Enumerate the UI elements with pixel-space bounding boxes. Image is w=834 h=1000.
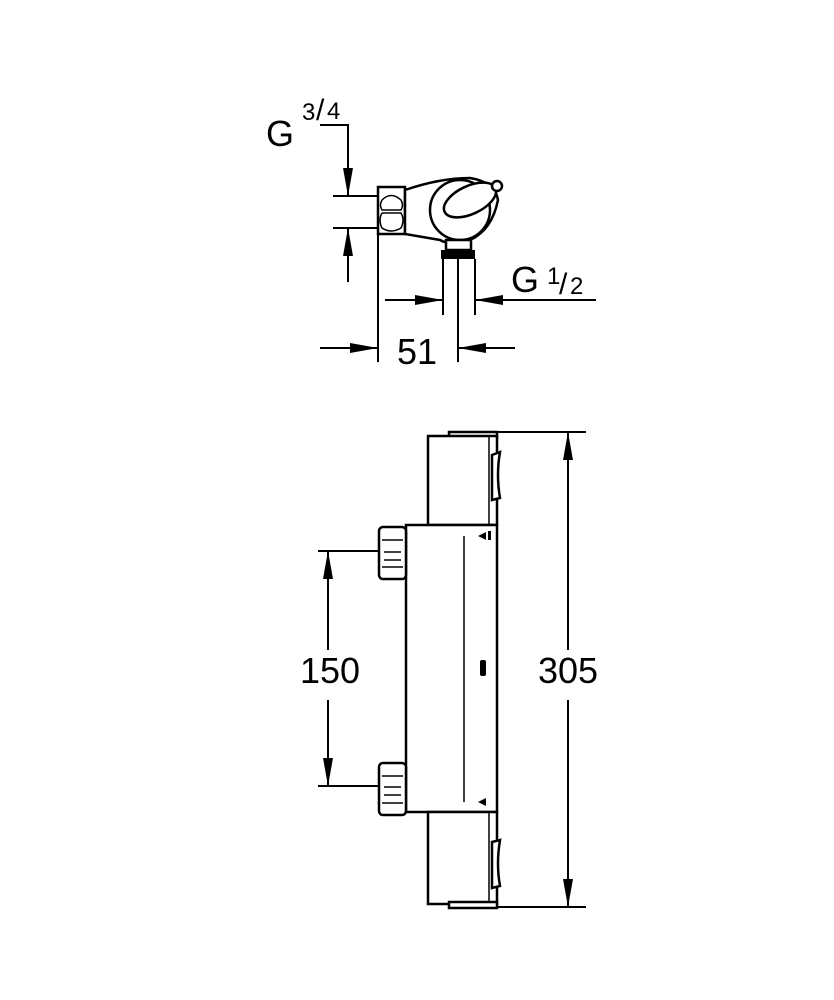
depth-dimension: 51	[397, 331, 437, 372]
thread-prefix: G	[266, 113, 294, 154]
arrow-right	[350, 343, 378, 353]
arrow-up	[343, 228, 353, 256]
front-view: 150 305	[300, 430, 598, 910]
arrow-right	[415, 295, 443, 305]
lower-cap	[426, 810, 499, 906]
outlet-lines	[377, 234, 476, 362]
arrow-down	[563, 879, 573, 907]
upper-cap	[426, 434, 499, 527]
arrow-down	[323, 758, 333, 786]
arrow-left	[475, 295, 503, 305]
spacing-dimension: 150	[300, 650, 360, 691]
thread-denominator: 2	[570, 273, 583, 300]
marker-center	[480, 660, 486, 676]
spacing-dim-lines	[318, 550, 379, 787]
side-view: G 3 / 4 G 1 / 2 51	[266, 94, 596, 372]
inlet-thread-label: G 3 / 4	[266, 94, 340, 154]
arrow-down	[343, 168, 353, 196]
handle-knob	[490, 179, 504, 193]
extension-lines	[333, 195, 378, 229]
nut-detail	[379, 194, 404, 232]
inlet-leader	[320, 124, 349, 196]
thread-prefix: G	[511, 259, 539, 300]
lower-inlet-nut	[377, 761, 408, 817]
fraction-slash: /	[559, 268, 568, 301]
bottom-tab	[447, 900, 499, 910]
fraction-slash: /	[316, 94, 325, 127]
outlet-fitting	[441, 250, 475, 259]
lower-lever	[490, 838, 502, 890]
outlet-thread-label: G 1 / 2	[511, 259, 583, 301]
outlet-collar	[444, 238, 473, 252]
marker-top	[478, 532, 486, 540]
arrow-left	[458, 343, 486, 353]
thread-numerator: 1	[547, 263, 560, 290]
thread-numerator: 3	[302, 99, 315, 126]
upper-inlet-nut	[377, 525, 408, 581]
length-dimension: 305	[538, 650, 598, 691]
arrow-up	[563, 432, 573, 460]
thread-denominator: 4	[327, 98, 340, 125]
arrow-up	[323, 551, 333, 579]
length-dim-lines	[497, 431, 586, 908]
marker-bottom	[478, 798, 486, 806]
upper-lever	[490, 450, 502, 502]
